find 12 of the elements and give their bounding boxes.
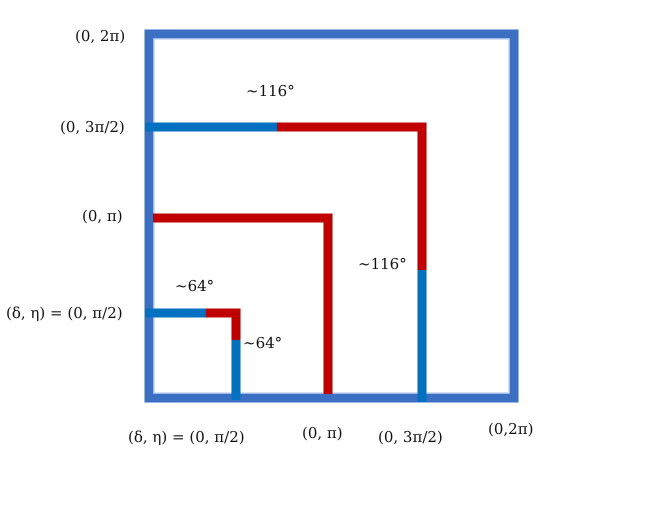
coordinate-label: (0, 3π/2): [378, 428, 443, 446]
coordinate-label: (0,2π): [488, 420, 534, 438]
angle-label: ~64°: [243, 334, 282, 352]
angle-label: ~116°: [246, 82, 295, 100]
coordinate-label: (0, π): [302, 424, 343, 442]
coordinate-label: (δ, η) = (0, π/2): [128, 428, 245, 446]
coordinate-label: (0, 2π): [75, 27, 126, 45]
angle-label: ~64°: [175, 277, 214, 295]
coordinate-label: (0, π): [82, 207, 123, 225]
coordinate-label: (δ, η) = (0, π/2): [6, 304, 123, 322]
coordinate-label: (0, 3π/2): [60, 118, 125, 136]
angle-label: ~116°: [358, 255, 407, 273]
